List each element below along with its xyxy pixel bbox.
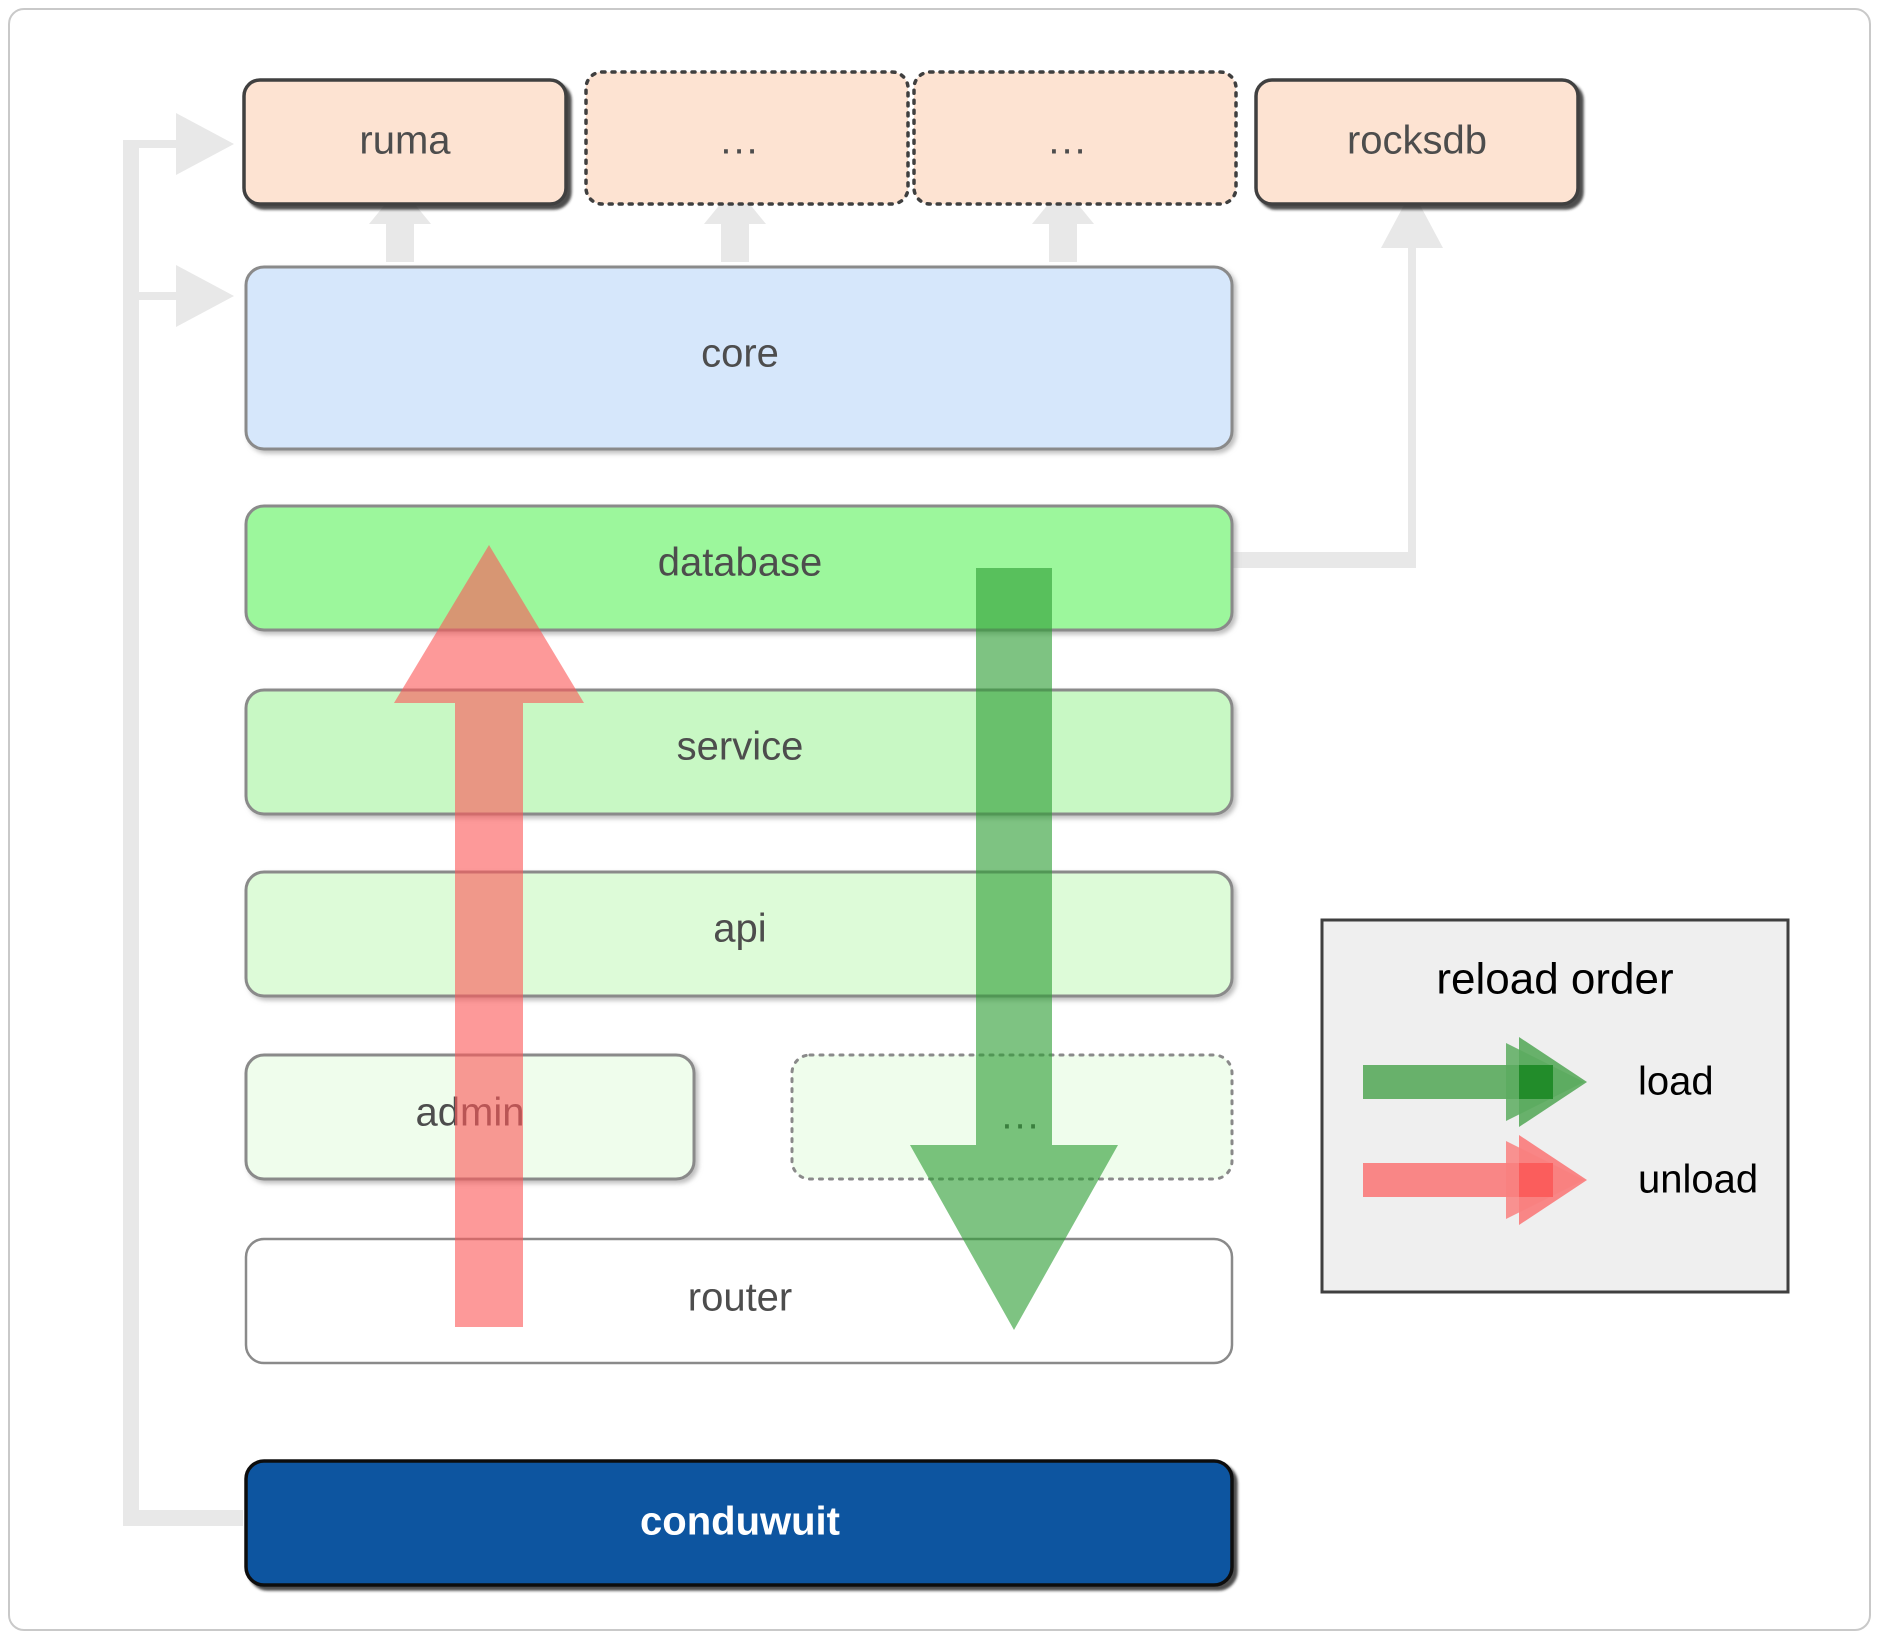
connector-database-to-rocksdb — [1230, 190, 1443, 568]
layer-label: database — [658, 541, 823, 585]
legend-item-load: load — [1363, 1037, 1714, 1127]
root-conduwuit[interactable]: conduwuit — [244, 1459, 1234, 1587]
layer-database[interactable]: database — [244, 504, 1234, 632]
dependency-box-ruma[interactable]: ruma — [242, 78, 568, 206]
dependency-row: ruma ... ... rocksdb — [242, 70, 1580, 206]
legend-unload-arrow-icon — [1363, 1135, 1587, 1225]
connector-spine-to-core — [139, 265, 234, 327]
load-arrow — [910, 568, 1118, 1330]
legend-label: load — [1638, 1060, 1714, 1104]
layer-core[interactable]: core — [244, 265, 1234, 451]
dependency-label: ... — [720, 119, 759, 163]
legend-item-unload: unload — [1363, 1135, 1758, 1225]
dependency-box-rocksdb[interactable]: rocksdb — [1254, 78, 1580, 206]
layer-api[interactable]: api — [244, 870, 1234, 998]
connector-conduwuit-to-ruma — [123, 113, 243, 1526]
legend-label: unload — [1638, 1158, 1758, 1202]
layer-label: core — [701, 332, 779, 376]
layer-service[interactable]: service — [244, 688, 1234, 816]
legend-box — [1320, 918, 1790, 1294]
layer-label: router — [688, 1276, 793, 1320]
legend-load-arrow-icon — [1363, 1037, 1587, 1127]
dependency-label: ... — [1048, 119, 1087, 163]
dependency-box-dots-2[interactable]: ... — [912, 70, 1238, 206]
layer-label: service — [677, 725, 804, 769]
dependency-label: ruma — [359, 119, 451, 163]
root-label: conduwuit — [640, 1500, 840, 1544]
layer-router[interactable]: router — [244, 1237, 1234, 1365]
unload-arrow — [394, 545, 584, 1327]
load-arrow-shape — [910, 568, 1118, 1330]
dependency-box-dots-1[interactable]: ... — [584, 70, 910, 206]
dependency-label: rocksdb — [1347, 119, 1487, 163]
legend: reload order load unload — [1320, 918, 1790, 1294]
unload-arrow-shape — [394, 545, 584, 1327]
legend-title: reload order — [1436, 955, 1673, 1004]
layer-label: api — [713, 907, 766, 951]
